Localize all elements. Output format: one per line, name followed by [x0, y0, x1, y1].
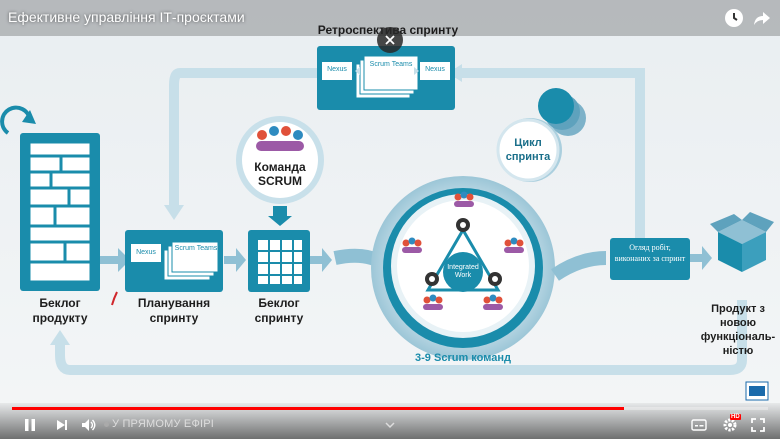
- progress-fill: [12, 407, 625, 410]
- sprint-backlog-label: Беклог спринту: [254, 296, 304, 325]
- close-icon[interactable]: [377, 27, 403, 53]
- sprint-cycle-label: Цикл спринта: [505, 137, 551, 163]
- progress-bar[interactable]: [12, 407, 768, 410]
- integrated-work-node: [443, 252, 483, 292]
- teams-count-label: 3-9 Scrum команд: [415, 352, 511, 364]
- scrum-teams-label: Scrum Teams: [369, 61, 413, 68]
- integrated-work-label: Integrated Work: [447, 264, 479, 279]
- live-indicator: [104, 422, 109, 427]
- team-people-icon: [256, 126, 304, 151]
- next-icon[interactable]: [52, 414, 72, 436]
- subtitles-icon[interactable]: [688, 414, 710, 436]
- product-box-icon: [710, 212, 774, 272]
- team-icons: [402, 191, 524, 310]
- fullscreen-icon[interactable]: [748, 414, 768, 436]
- nexus-label-right: Nexus: [425, 66, 445, 73]
- sprint-planning-label: Планування спринту: [137, 296, 211, 325]
- nexus-label-planning: Nexus: [136, 249, 156, 256]
- scrum-teams-label-planning: Scrum Teams: [174, 245, 218, 252]
- clock-icon[interactable]: [722, 6, 746, 30]
- review-box: [610, 238, 690, 280]
- nexus-label-left: Nexus: [327, 66, 347, 73]
- volume-icon[interactable]: [78, 414, 100, 436]
- sprint-cycle-circle: [496, 118, 560, 182]
- review-label: Огляд робіт, виконаних за спринт: [614, 243, 686, 263]
- share-icon[interactable]: [750, 6, 774, 30]
- product-backlog-label: Беклог продукту: [32, 296, 88, 325]
- settings-icon[interactable]: HD: [718, 414, 742, 436]
- product-label: Продукт з новою функціональ-ністю: [700, 303, 776, 357]
- scrum-team-label: Команда SCRUM: [254, 160, 306, 188]
- hd-badge: HD: [730, 414, 741, 420]
- video-title[interactable]: Ефективне управління ІТ-проєктами: [8, 9, 245, 25]
- play-pause-icon[interactable]: [20, 414, 40, 436]
- live-label[interactable]: У ПРЯМОМУ ЕФІРІ: [112, 418, 215, 430]
- chevron-down-icon[interactable]: [382, 414, 398, 436]
